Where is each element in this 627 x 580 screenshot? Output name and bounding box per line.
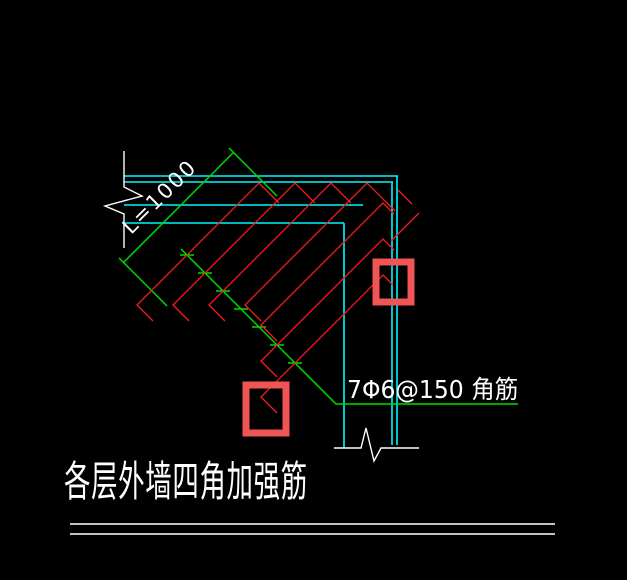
bar-count-ticks [180,254,302,364]
wall-outline [124,175,398,448]
rebar-1 [136,182,280,322]
dimension-line [118,147,278,307]
rebar-stub-marks [390,189,420,242]
rebar-3 [208,182,352,322]
rebar-7 [260,274,394,414]
rebar-hatch [136,182,420,414]
break-symbol-bottom [334,427,419,463]
rebar-4 [244,182,396,322]
highlight-box-end-hook[interactable] [242,381,290,437]
highlight-box-wall-hook[interactable] [372,258,415,306]
rebar-6 [260,238,395,378]
drawing-title: 各层外墙四角加强筋 [64,457,308,506]
rebar-2 [172,182,316,322]
title-underline [70,523,555,535]
highlight-boxes [242,258,415,437]
break-symbol-left [102,151,144,248]
rebar-5 [260,202,395,342]
rebar-spec-label: 7Φ6@150 角筋 [347,375,519,404]
